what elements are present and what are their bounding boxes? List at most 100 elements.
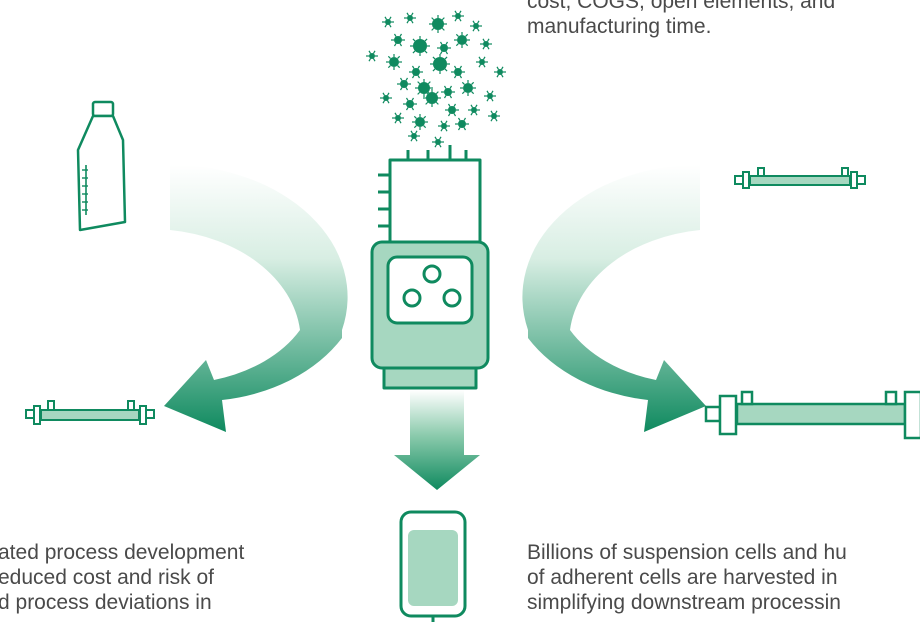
virus-spike bbox=[471, 81, 475, 85]
virus-spike bbox=[444, 128, 448, 132]
virus-spike bbox=[397, 55, 401, 59]
virus-spike bbox=[372, 58, 376, 62]
virus-spike bbox=[425, 101, 429, 105]
hollow-fiber-column-small-top-icon bbox=[734, 167, 866, 189]
virus-spike bbox=[486, 90, 490, 94]
virus-spike bbox=[457, 117, 461, 121]
virus-spike bbox=[424, 38, 428, 42]
virus-spike bbox=[443, 95, 447, 99]
virus-spike bbox=[387, 65, 391, 69]
virus-spike bbox=[444, 120, 448, 124]
virus-spike bbox=[405, 77, 409, 81]
virus-particle bbox=[394, 36, 402, 44]
virus-spike bbox=[386, 92, 390, 96]
virus-spike bbox=[447, 103, 451, 107]
virus-spike bbox=[386, 100, 390, 104]
left-curved-arrow bbox=[164, 164, 348, 432]
hollow-fiber-column-small-bottom-icon bbox=[25, 400, 155, 425]
virus-spike bbox=[439, 41, 443, 45]
virus-spike bbox=[414, 130, 418, 134]
virus-spike bbox=[372, 50, 376, 54]
virus-spike bbox=[413, 125, 417, 129]
virus-spike bbox=[406, 12, 410, 16]
virus-particle bbox=[435, 139, 441, 145]
virus-spike bbox=[494, 118, 498, 122]
virus-spike bbox=[394, 112, 398, 116]
virus-spike bbox=[482, 56, 486, 60]
virus-spike bbox=[476, 28, 480, 32]
virus-spike bbox=[478, 56, 482, 60]
virus-spike bbox=[411, 107, 415, 111]
virus-spike bbox=[458, 18, 462, 22]
virus-spike bbox=[410, 130, 414, 134]
virus-spike bbox=[399, 77, 403, 81]
virus-spike bbox=[393, 43, 397, 47]
virus-spike bbox=[417, 91, 421, 95]
virus-spike bbox=[387, 55, 391, 59]
virus-spike bbox=[411, 75, 415, 79]
virus-spike bbox=[406, 20, 410, 24]
virus-particle bbox=[432, 18, 444, 30]
caption-line: cost, COGS, open elements, and bbox=[527, 0, 836, 13]
virus-spike bbox=[476, 20, 480, 24]
virus-spike bbox=[454, 10, 458, 14]
virus-particle bbox=[479, 59, 485, 65]
virus-spike bbox=[439, 51, 443, 55]
virus-spike bbox=[384, 16, 388, 20]
virus-spike bbox=[398, 120, 402, 124]
virus-spike bbox=[382, 92, 386, 96]
virus-spike bbox=[482, 38, 486, 42]
virus-spike bbox=[412, 38, 416, 42]
virus-particle bbox=[491, 113, 497, 119]
virus-spike bbox=[457, 127, 461, 131]
virus-spike bbox=[399, 33, 403, 37]
virus-spike bbox=[388, 16, 392, 20]
virus-spike bbox=[455, 43, 459, 47]
virus-spike bbox=[445, 41, 449, 45]
virus-spike bbox=[405, 97, 409, 101]
virus-spike bbox=[490, 98, 494, 102]
hollow-fiber-column-large-icon bbox=[704, 390, 920, 440]
virus-spike bbox=[482, 46, 486, 50]
virus-spike bbox=[384, 24, 388, 28]
virus-particle bbox=[415, 117, 425, 127]
virus-spike bbox=[459, 65, 463, 69]
virus-spike bbox=[461, 91, 465, 95]
virus-particle bbox=[395, 115, 401, 121]
caption-top-right: cost, COGS, open elements, and manufactu… bbox=[527, 0, 835, 39]
virus-spike bbox=[432, 56, 436, 60]
caption-line: Billions of suspension cells and hu bbox=[527, 541, 847, 564]
virus-spike bbox=[465, 43, 469, 47]
virus-particle bbox=[413, 39, 427, 53]
virus-particle bbox=[389, 57, 399, 67]
virus-spike bbox=[449, 95, 453, 99]
virus-particles-icon bbox=[366, 10, 506, 148]
virus-spike bbox=[441, 17, 445, 21]
caption-line: simplifying downstream processin bbox=[527, 591, 841, 614]
virus-spike bbox=[435, 101, 439, 105]
virus-spike bbox=[441, 27, 445, 31]
virus-spike bbox=[388, 24, 392, 28]
down-arrow bbox=[394, 390, 480, 490]
virus-spike bbox=[486, 46, 490, 50]
virus-spike bbox=[454, 18, 458, 22]
virus-spike bbox=[394, 120, 398, 124]
virus-particle bbox=[454, 68, 462, 76]
virus-spike bbox=[455, 33, 459, 37]
right-curved-arrow bbox=[522, 164, 706, 432]
virus-spike bbox=[478, 64, 482, 68]
virus-spike bbox=[463, 127, 467, 131]
caption-line: of adherent cells are harvested in bbox=[527, 566, 838, 589]
caption-line: educed cost and risk of bbox=[0, 566, 214, 589]
virus-spike bbox=[423, 115, 427, 119]
virus-spike bbox=[405, 107, 409, 111]
virus-spike bbox=[482, 64, 486, 68]
virus-particle bbox=[457, 35, 467, 45]
virus-spike bbox=[417, 65, 421, 69]
virus-spike bbox=[445, 51, 449, 55]
virus-spike bbox=[405, 87, 409, 91]
virus-spike bbox=[410, 20, 414, 24]
virus-spike bbox=[413, 115, 417, 119]
virus-spike bbox=[459, 75, 463, 79]
